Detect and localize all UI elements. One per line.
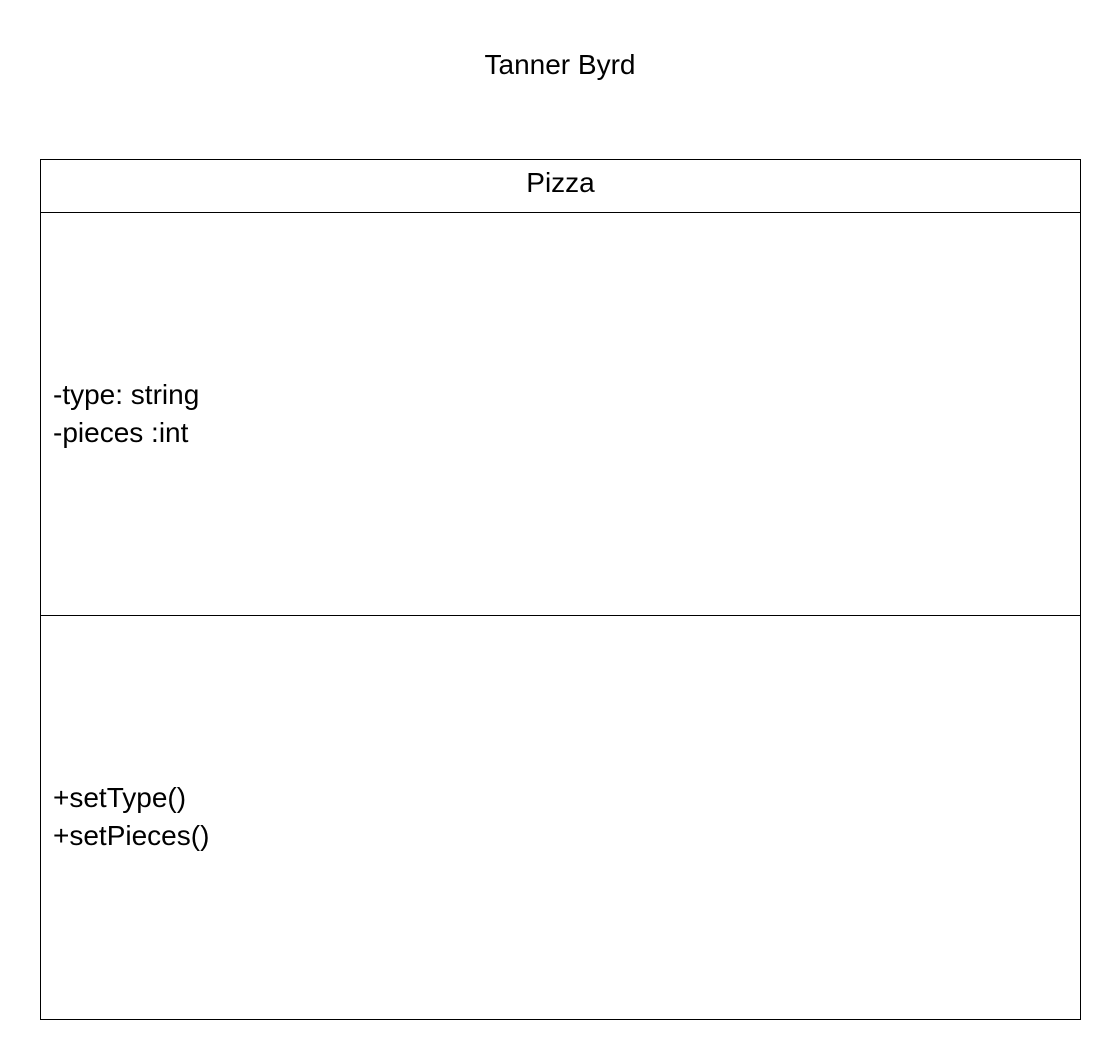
uml-class-box[interactable]: Pizza -type: string -pieces :int +setTyp… [40,159,1081,1020]
class-name: Pizza [41,160,1080,213]
method-item: +setPieces() [53,820,210,851]
method-item: +setType() [53,782,187,813]
attribute-item: -type: string [53,379,200,410]
attributes-compartment: -type: string -pieces :int [41,213,1080,616]
methods-compartment: +setType() +setPieces() [41,616,1080,1018]
attribute-item: -pieces :int [53,417,189,448]
diagram-author: Tanner Byrd [484,49,636,80]
